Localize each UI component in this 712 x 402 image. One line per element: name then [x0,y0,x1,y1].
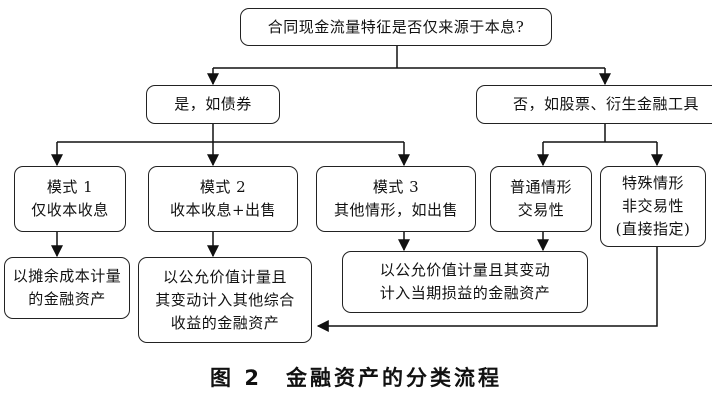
node-no: 否，如股票、衍生金融工具 [476,85,712,124]
node-normal: 普通情形 交易性 [490,166,592,232]
node-fvpl-line-2: 计入当期损益的金融资产 [379,284,551,302]
node-yes-line-1: 是，如债券 [174,95,252,113]
node-special-line-2: 非交易性 [621,197,684,215]
node-mode2: 模式 2 收本收息+出售 [148,166,298,232]
edge-root-split [213,46,605,69]
edge-yes-split [57,124,404,143]
node-mode1: 模式 1 仅收本收息 [14,166,126,232]
figure-caption: 图 2 金融资产的分类流程 [210,366,502,390]
node-mode2-line-2: 收本收息+出售 [169,201,277,219]
node-fvpl: 以公允价值计量且其变动 计入当期损益的金融资产 [342,251,588,313]
node-fvoci: 以公允价值计量且 其变动计入其他综合 收益的金融资产 [138,257,312,343]
node-amortized-line-2: 的金融资产 [28,290,106,308]
node-amortized: 以摊余成本计量 的金融资产 [4,257,130,319]
node-special-line-3: (直接指定) [615,220,691,238]
node-mode1-line-1: 模式 1 [46,178,94,196]
node-mode3-line-1: 模式 3 [372,178,420,196]
node-fvoci-line-3: 收益的金融资产 [170,313,280,332]
node-root-line-1: 合同现金流量特征是否仅来源于本息? [267,17,525,36]
node-fvpl-line-1: 以公允价值计量且其变动 [379,261,551,279]
node-mode2-line-1: 模式 2 [199,178,247,196]
node-no-line-1: 否，如股票、衍生金融工具 [512,95,699,113]
edge-no-split [543,124,657,143]
node-yes: 是，如债券 [146,85,280,124]
node-normal-line-1: 普通情形 [509,178,572,196]
node-fvoci-line-2: 其变动计入其他综合 [155,290,295,309]
node-mode1-line-2: 仅收本收息 [31,201,109,219]
node-mode3: 模式 3 其他情形，如出售 [316,166,476,232]
node-amortized-line-1: 以摊余成本计量 [12,267,122,285]
node-root: 合同现金流量特征是否仅来源于本息? [240,8,552,46]
node-fvoci-line-1: 以公允价值计量且 [162,267,287,286]
node-mode3-line-2: 其他情形，如出售 [333,201,458,219]
node-special-line-1: 特殊情形 [621,174,684,192]
node-special: 特殊情形 非交易性 (直接指定) [600,166,706,247]
node-normal-line-2: 交易性 [517,201,565,219]
edge-special-fvoci [316,247,658,332]
